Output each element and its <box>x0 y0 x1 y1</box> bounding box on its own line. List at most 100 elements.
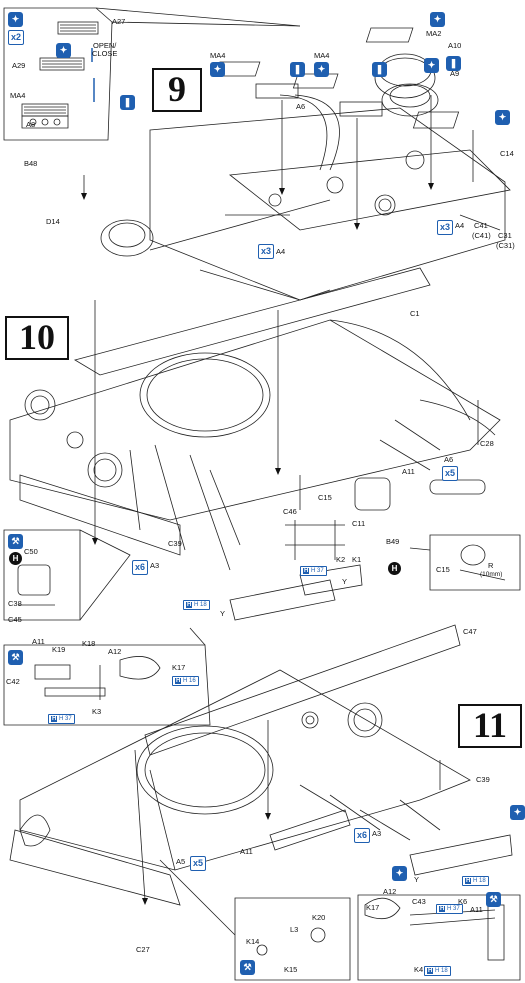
part-label-k3: K3 <box>92 707 102 716</box>
part-label-ma4: MA4 <box>210 51 226 60</box>
glue-icon: ✦ <box>424 58 439 73</box>
part-label-k1: K1 <box>352 555 362 564</box>
part-label-c45: C45 <box>8 615 22 624</box>
part-label-ma2: MA2 <box>426 29 442 38</box>
part-label-c46: C46 <box>283 507 297 516</box>
part-label-a8: A8 <box>26 120 36 129</box>
part-label-k17: K17 <box>172 663 186 672</box>
part-label-a4: A4 <box>455 221 465 230</box>
part-label-y: Y <box>220 609 226 618</box>
step-number-9: 9 <box>152 68 202 112</box>
part-label-k4: K4 <box>414 965 424 974</box>
part-label-c15: C15 <box>318 493 332 502</box>
multiplier-badge: x3 <box>258 244 275 259</box>
part-label-a11: A11 <box>240 847 253 856</box>
part-label-a12: A12 <box>383 887 397 896</box>
wrench-icon: ⚒ <box>240 960 255 975</box>
glue-icon: ✦ <box>8 12 23 27</box>
part-label-k17: K17 <box>366 903 380 912</box>
part-label-b49: B49 <box>386 537 400 546</box>
multiplier-badge: x2 <box>8 30 25 45</box>
color-code-chip: H H 18 <box>183 600 210 610</box>
multiplier-badge: x5 <box>442 466 459 481</box>
step9-hull <box>83 27 511 301</box>
part-label-c31-alt: (C31) <box>496 241 515 250</box>
step9-inset <box>3 7 301 141</box>
part-label-c39: C39 <box>168 539 182 548</box>
part-label-c41: C41 <box>474 221 488 230</box>
part-label-c1: C1 <box>410 309 420 318</box>
part-label-a11: A11 <box>32 637 45 646</box>
part-label-k14: K14 <box>246 937 260 946</box>
multiplier-badge: x6 <box>132 560 149 575</box>
step11-hull <box>9 624 521 981</box>
part-label-c28: C28 <box>480 439 494 448</box>
color-code-chip: H H 37 <box>48 714 75 724</box>
part-label-a11: A11 <box>402 467 415 476</box>
wrench-icon: ⚒ <box>8 650 23 665</box>
hole-icon: H <box>9 552 22 565</box>
part-label-c43: C43 <box>412 897 426 906</box>
color-code-chip: H H 18 <box>462 876 489 886</box>
color-code-chip: H H 18 <box>424 966 451 976</box>
part-label-y: Y <box>342 577 348 586</box>
paint-icon: ❚ <box>372 62 387 77</box>
part-label-k2: K2 <box>336 555 346 564</box>
part-label-c11: C11 <box>352 519 366 528</box>
step-number-10: 10 <box>5 316 69 360</box>
glue-icon: ✦ <box>430 12 445 27</box>
multiplier-badge: x3 <box>437 220 454 235</box>
paint-icon: ❚ <box>446 56 461 71</box>
part-label-c39: C39 <box>476 775 490 784</box>
hole-icon: H <box>388 562 401 575</box>
glue-icon: ✦ <box>392 866 407 881</box>
part-label-c41-alt: (C41) <box>472 231 491 240</box>
part-label-c38: C38 <box>8 599 22 608</box>
part-label-a3: A3 <box>150 561 160 570</box>
step-number-11: 11 <box>458 704 522 748</box>
part-label-a6: A6 <box>444 455 454 464</box>
part-label-a6: A6 <box>296 102 306 111</box>
glue-icon: ✦ <box>56 43 71 58</box>
glue-icon: ✦ <box>314 62 329 77</box>
part-label-c15: C15 <box>436 565 450 574</box>
part-label-c47: C47 <box>463 627 477 636</box>
part-label-k6: K6 <box>458 897 468 906</box>
wrench-icon: ⚒ <box>8 534 23 549</box>
part-label-a27: A27 <box>112 17 126 26</box>
part-label-k18: K18 <box>82 639 96 648</box>
open-close-label: OPEN/ CLOSE <box>92 41 118 58</box>
part-label-c50: C50 <box>24 547 38 556</box>
part-label-a3: A3 <box>372 829 382 838</box>
part-label-a5: A5 <box>176 857 186 866</box>
part-label-c31: C31 <box>498 231 512 240</box>
step10-hull <box>3 267 521 726</box>
part-label-y: Y <box>414 875 420 884</box>
part-label-c27: C27 <box>136 945 150 954</box>
color-code-chip: H H 16 <box>172 676 199 686</box>
part-label-c42: C42 <box>6 677 20 686</box>
multiplier-badge: x5 <box>190 856 207 871</box>
part-label-k15: K15 <box>284 965 298 974</box>
glue-icon: ✦ <box>210 62 225 77</box>
part-label-a9: A9 <box>450 69 460 78</box>
part-label-d14: D14 <box>46 217 60 226</box>
paint-icon: ❚ <box>290 62 305 77</box>
radius-note: (10mm) <box>480 571 503 578</box>
wrench-icon: ⚒ <box>486 892 501 907</box>
part-label-ma4: MA4 <box>314 51 330 60</box>
part-label-l3: L3 <box>290 925 299 934</box>
part-label-a12: A12 <box>108 647 122 656</box>
part-label-a4: A4 <box>276 247 286 256</box>
radius-label: R <box>488 561 494 570</box>
part-label-k20: K20 <box>312 913 326 922</box>
glue-icon: ✦ <box>510 805 525 820</box>
glue-icon: ✦ <box>495 110 510 125</box>
part-label-ma4-inset: MA4 <box>10 91 26 100</box>
part-label-c14: C14 <box>500 149 514 158</box>
part-label-a11: A11 <box>470 905 483 914</box>
multiplier-badge: x6 <box>354 828 371 843</box>
paint-icon: ❚ <box>120 95 135 110</box>
part-label-b48: B48 <box>24 159 38 168</box>
